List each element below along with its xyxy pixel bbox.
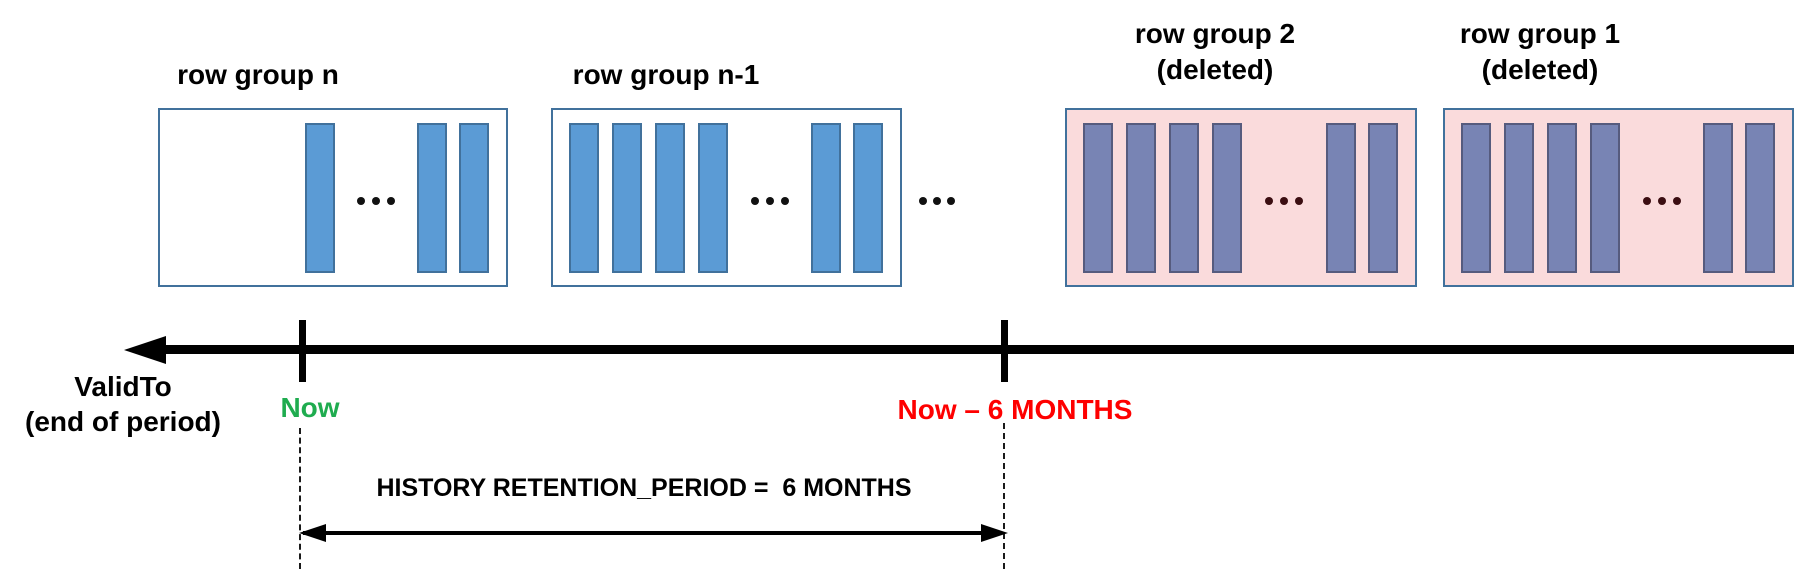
dashed-guide-now	[299, 428, 301, 569]
ellipsis-dot	[765, 197, 774, 205]
row-group-box	[551, 108, 902, 287]
leading-bars	[1083, 122, 1242, 273]
column-segment-bar	[1461, 122, 1491, 273]
ellipsis-dot	[1657, 197, 1666, 205]
row-group-label-line1: row group 2	[1134, 18, 1296, 49]
row-group-label-line1: row group n	[177, 59, 339, 90]
leading-bars	[176, 122, 335, 273]
row-group-label-line2: (deleted)	[1156, 53, 1274, 85]
column-segment-bar	[305, 122, 335, 273]
in-box-ellipsis	[1242, 197, 1326, 205]
row-group-box	[158, 108, 508, 287]
ellipsis-dot	[1265, 197, 1273, 205]
row-group-label: row group 2 (deleted)	[1135, 16, 1295, 88]
axis-label-line1: ValidTo	[74, 371, 172, 402]
column-segment-bar	[569, 122, 599, 273]
ellipsis-dot	[933, 197, 941, 205]
column-segment-bar	[1083, 122, 1113, 273]
column-segment-bar	[1590, 122, 1620, 273]
leading-bars	[569, 122, 728, 273]
row-group-box	[1065, 108, 1417, 287]
column-segment-bar	[1504, 122, 1534, 273]
row-group-label-line1: row group n-1	[572, 59, 760, 90]
column-segment-bar	[1547, 122, 1577, 273]
trailing-bars	[417, 122, 489, 273]
column-segment-bar	[1169, 122, 1199, 273]
column-segment-bar	[811, 122, 841, 273]
axis-label: ValidTo (end of period)	[25, 369, 221, 439]
ellipsis-dot	[919, 197, 927, 205]
column-segment-bar	[853, 122, 883, 273]
column-segment-bar	[698, 122, 728, 273]
ellipsis-dot	[1642, 197, 1651, 205]
column-segment-bar	[1212, 122, 1242, 273]
column-segment-bar	[612, 122, 642, 273]
ellipsis-dot	[780, 197, 789, 205]
in-box-ellipsis	[1620, 197, 1703, 205]
tick-now-minus-6-months	[1001, 320, 1008, 382]
column-segment-bar	[655, 122, 685, 273]
trailing-bars	[1703, 122, 1775, 273]
ellipsis-dot	[947, 197, 955, 205]
tick-now	[299, 320, 306, 382]
retention-span-line	[303, 531, 1001, 535]
now-minus-6-months-marker-label: Now – 6 MONTHS	[897, 394, 1133, 425]
row-group-label-line2: (deleted)	[1481, 53, 1599, 85]
column-segment-bar	[1368, 122, 1398, 273]
dashed-guide-now-minus-6-months	[1003, 423, 1005, 569]
retention-left-arrowhead-icon	[299, 524, 326, 542]
ellipsis-dot	[1280, 197, 1288, 205]
ellipsis-dot	[750, 197, 759, 205]
retention-right-arrowhead-icon	[981, 524, 1008, 542]
row-group-label: row group n	[177, 57, 339, 93]
ellipsis-dot	[1295, 197, 1303, 205]
row-group-label-line1: row group 1	[1459, 18, 1621, 49]
column-segment-bar	[459, 122, 489, 273]
ellipsis-dot	[1672, 197, 1681, 205]
column-segment-bar	[417, 122, 447, 273]
in-box-ellipsis	[728, 197, 811, 205]
retention-period-label: HISTORY RETENTION_PERIOD = 6 MONTHS	[376, 474, 912, 502]
in-box-ellipsis	[335, 197, 417, 205]
row-group-label: row group n-1	[573, 57, 760, 93]
trailing-bars	[811, 122, 883, 273]
now-marker-label: Now	[280, 392, 340, 423]
row-group-label: row group 1 (deleted)	[1460, 16, 1620, 88]
trailing-bars	[1326, 122, 1398, 273]
ellipsis-dot	[372, 197, 380, 205]
leading-bars	[1461, 122, 1620, 273]
timeline-left-arrowhead-icon	[124, 336, 166, 364]
ellipsis-dot	[357, 197, 365, 205]
column-segment-bar	[1126, 122, 1156, 273]
ellipsis-dot	[387, 197, 395, 205]
row-group-box	[1443, 108, 1794, 287]
timeline-axis-line	[158, 345, 1794, 354]
column-segment-bar	[1745, 122, 1775, 273]
column-segment-bar	[1703, 122, 1733, 273]
axis-label-line2: (end of period)	[25, 406, 221, 437]
ellipsis-between-groups	[919, 197, 955, 205]
column-segment-bar	[1326, 122, 1356, 273]
